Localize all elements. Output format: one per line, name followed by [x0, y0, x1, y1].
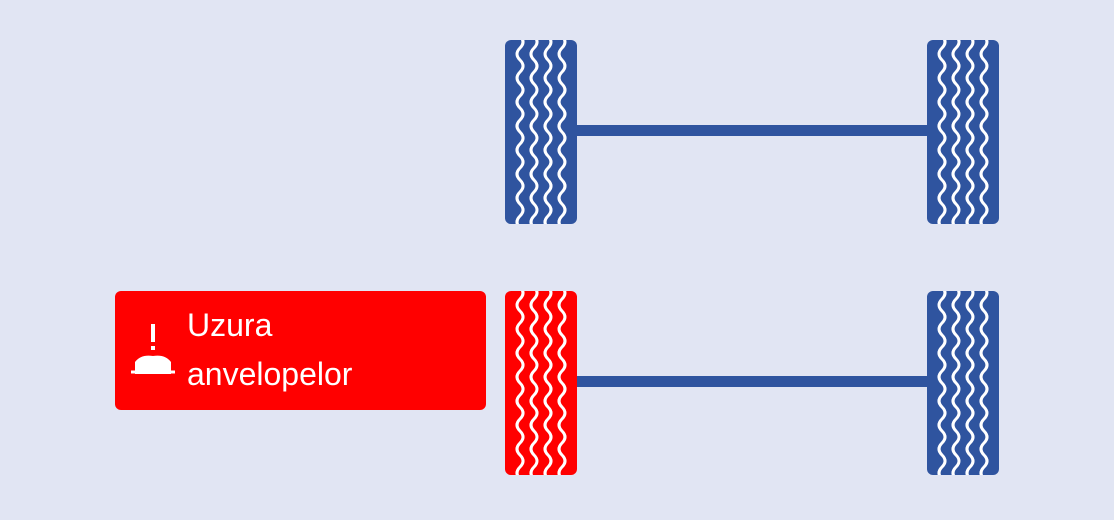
- front-axle-bar: [577, 125, 927, 136]
- tread-line: [529, 291, 539, 475]
- tread-line: [965, 291, 975, 475]
- rear-axle-bar: [577, 376, 927, 387]
- tread-line: [515, 291, 525, 475]
- tread-line: [543, 40, 553, 224]
- front-right-tire: [927, 40, 999, 224]
- tread-line: [951, 291, 961, 475]
- front-axle: [505, 40, 999, 224]
- tire-wear-warning-label: Uzura anvelopelor: [187, 306, 353, 392]
- tread-line: [965, 40, 975, 224]
- tread-line: [951, 40, 961, 224]
- tire-tread-graphic: [927, 40, 999, 224]
- tire-wear-warning: Uzura anvelopelor: [115, 291, 486, 410]
- tire-tread-graphic: [927, 291, 999, 475]
- tire-tread-graphic: [505, 40, 577, 224]
- tire-tread-graphic: [505, 291, 577, 475]
- tread-line: [543, 291, 553, 475]
- front-left-tire: [505, 40, 577, 224]
- rear-left-tire: [505, 291, 577, 475]
- tread-line: [515, 40, 525, 224]
- tread-line: [937, 291, 947, 475]
- tread-line: [937, 40, 947, 224]
- tread-line: [979, 291, 989, 475]
- tread-line: [979, 40, 989, 224]
- tread-line: [529, 40, 539, 224]
- tread-line: [557, 291, 567, 475]
- tread-line: [557, 40, 567, 224]
- rear-right-tire: [927, 291, 999, 475]
- tire-wear-warning-icon: [131, 322, 175, 374]
- rear-axle: [505, 291, 999, 475]
